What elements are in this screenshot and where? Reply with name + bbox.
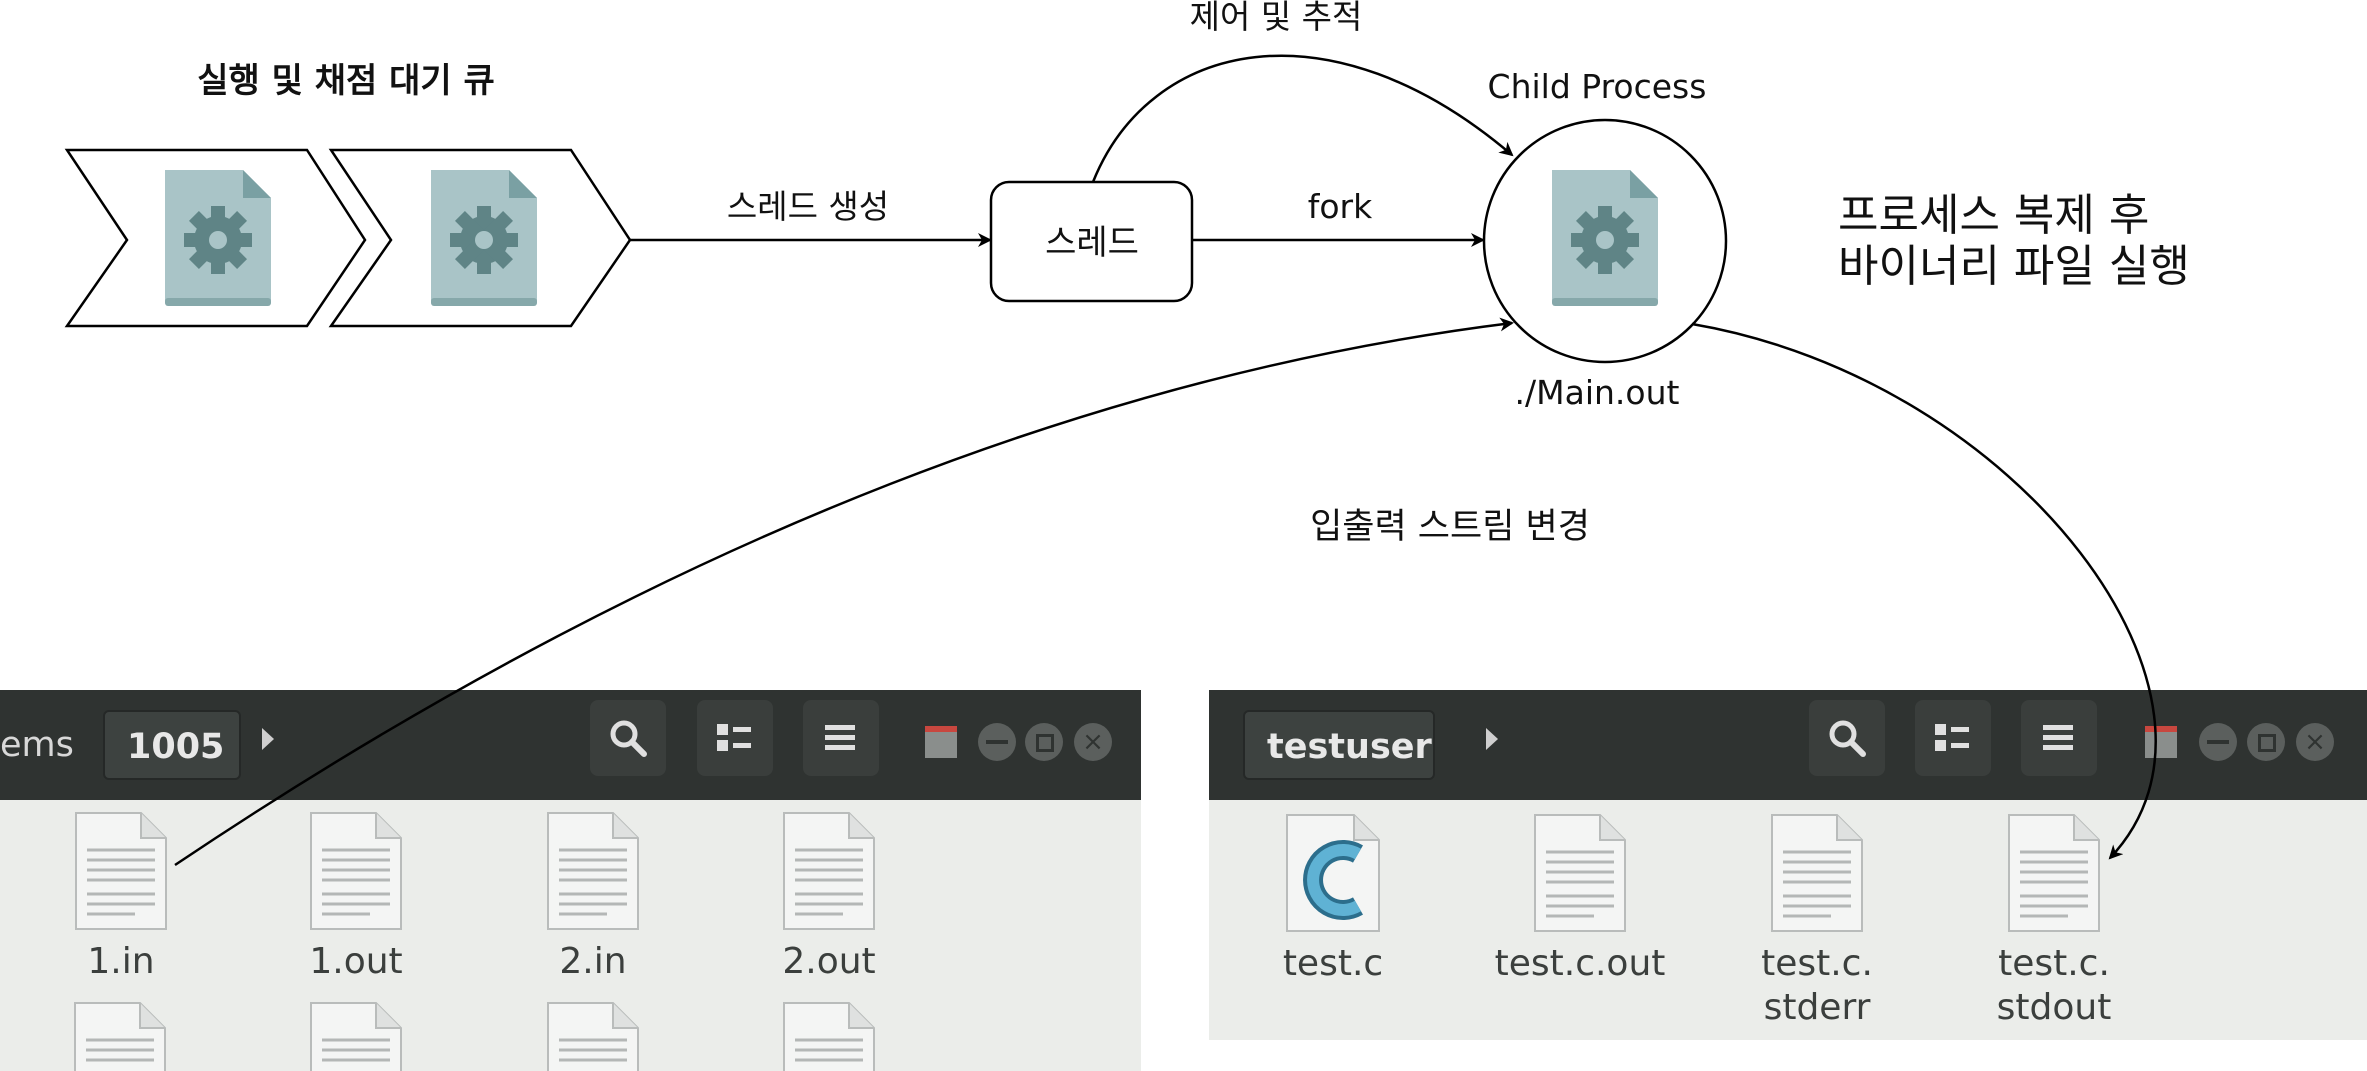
edge-label-fork: fork [1308,187,1373,226]
window-close-icon: × [2304,727,2326,757]
file-name: 2.in [559,941,627,982]
text-file-icon [783,1002,875,1071]
menu-button[interactable] [2021,700,2097,776]
text-file-icon [75,812,167,930]
c-source-icon [1286,814,1380,932]
file-name-line2: stdout [1996,987,2112,1028]
header-bar: ems 1005 × [0,690,1141,800]
file-manager-right: testuser × test.c test.c.ou [1209,690,2367,1040]
child-process-label: Child Process [1488,67,1707,106]
search-button[interactable] [590,700,666,776]
file-name: 1.in [87,941,155,982]
edge-label-control-trace: 제어 및 추적 [1190,0,1363,36]
file-item[interactable]: 2.out [729,812,929,984]
text-file-icon [74,1002,166,1071]
window-close-icon: × [1082,727,1104,757]
note-line-2: 바이너리 파일 실행 [1838,241,2190,292]
file-name: test.c.out [1494,943,1666,984]
file-item[interactable]: test.c [1233,814,1433,986]
text-file-icon [310,1002,402,1071]
view-toggle-icon [717,724,751,751]
window-minimize-button[interactable] [2199,723,2237,761]
queue-title: 실행 및 채점 대기 큐 [197,61,495,101]
file-name: 2.out [782,941,876,982]
text-file-icon [547,1002,639,1071]
file-name: test.c. [1761,943,1873,984]
menu-icon [2043,725,2073,750]
text-file-icon [1534,814,1626,932]
window-maximize-icon [1036,734,1054,752]
breadcrumb-current[interactable]: 1005 [103,710,241,780]
window-maximize-button[interactable] [1025,723,1063,761]
edge-label-create-thread: 스레드 생성 [727,187,889,226]
note-line-1: 프로세스 복제 후 [1838,190,2149,241]
view-toggle-button[interactable] [1915,700,1991,776]
text-file-icon [547,812,639,930]
menu-icon [825,725,855,750]
search-icon [610,720,647,757]
binary-label: ./Main.out [1515,373,1680,412]
window-minimize-button[interactable] [978,723,1016,761]
file-name: 1.out [309,941,403,982]
gear-file-icon [1552,170,1658,306]
breadcrumb-current[interactable]: testuser [1243,710,1435,780]
menu-button[interactable] [803,700,879,776]
view-toggle-icon [1935,724,1969,751]
thread-box-label: 스레드 [1045,223,1139,263]
chevron-right-icon[interactable] [1486,728,1498,750]
file-name: test.c [1282,943,1384,984]
text-file-icon [310,812,402,930]
window-close-button[interactable]: × [2296,723,2334,761]
window-maximize-button[interactable] [2247,723,2285,761]
edge-label-io-redirect: 입출력 스트림 변경 [1310,507,1590,547]
window-close-button[interactable]: × [1074,723,1112,761]
archive-icon [2145,726,2177,758]
header-bar: testuser × [1209,690,2367,800]
edge-control-trace [1091,54,1514,183]
window-maximize-icon [2258,734,2276,752]
file-item[interactable]: 2.in [493,812,693,984]
file-item[interactable]: test.c. stderr [1717,814,1917,1030]
search-button[interactable] [1809,700,1885,776]
text-file-icon [783,812,875,930]
thread-box [989,180,1194,303]
search-icon [1829,720,1866,757]
file-item[interactable]: test.c. stdout [1954,814,2154,1030]
gear-file-icon [165,170,271,306]
file-item[interactable]: 1.in [21,812,221,984]
breadcrumb-prev[interactable]: ems [0,725,74,765]
gear-file-icon [431,170,537,306]
text-file-icon [1771,814,1863,932]
window-minimize-icon [986,740,1008,744]
file-item[interactable]: 1.out [256,812,456,984]
file-manager-left: ems 1005 × 1.in 1.out 2.in [0,690,1141,1071]
text-file-icon [2008,814,2100,932]
archive-icon [925,726,957,758]
file-name: test.c. [1998,943,2110,984]
chevron-right-icon[interactable] [262,728,274,750]
view-toggle-button[interactable] [697,700,773,776]
file-item[interactable]: test.c.out [1470,814,1690,986]
file-name-line2: stderr [1763,987,1871,1028]
window-minimize-icon [2207,740,2229,744]
